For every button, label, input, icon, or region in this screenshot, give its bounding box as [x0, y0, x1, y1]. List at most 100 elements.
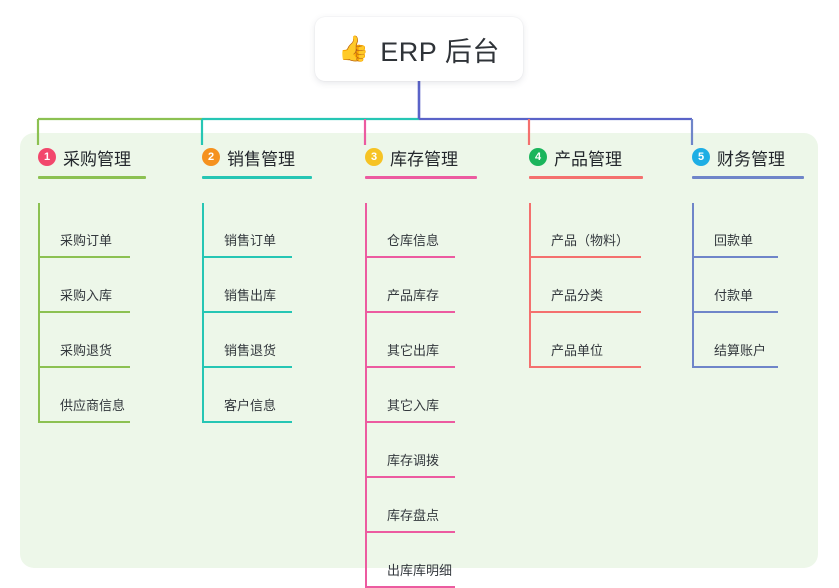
branch-item[interactable]: 采购入库 [38, 258, 131, 313]
branch-item-rule [529, 311, 641, 313]
branch-item-label: 产品分类 [551, 288, 604, 303]
branch-item-rule [365, 421, 455, 423]
branch-item-label: 其它出库 [387, 343, 440, 358]
branch-item-rule [202, 311, 292, 313]
branch-title: 采购管理 [63, 149, 131, 169]
branch-item-label: 销售出库 [224, 288, 277, 303]
branch-spine [529, 203, 531, 368]
branch-spine [692, 203, 694, 368]
branch-item[interactable]: 回款单 [692, 203, 785, 258]
branch-badge-5: 5 [692, 148, 710, 166]
branch-item-label: 销售退货 [224, 343, 277, 358]
branch-column-3: 3 库存管理仓库信息产品库存其它出库其它入库库存调拨库存盘点出库库明细 [365, 145, 477, 588]
branch-item-rule [365, 256, 455, 258]
branch-item-rule [365, 366, 455, 368]
branch-item-rule [692, 366, 778, 368]
branch-item[interactable]: 其它出库 [365, 313, 458, 368]
branch-spine [202, 203, 204, 423]
branch-header-rule [365, 176, 477, 179]
branch-title: 库存管理 [390, 149, 458, 169]
branch-header-1[interactable]: 1 采购管理 [38, 145, 146, 179]
branch-spine [365, 203, 367, 588]
branch-item-rule [38, 421, 130, 423]
branch-items: 产品（物料） 产品分类产品单位 [529, 203, 641, 368]
root-title: ERP 后台 [380, 36, 500, 67]
branch-item[interactable]: 销售出库 [202, 258, 295, 313]
branch-item[interactable]: 结算账户 [692, 313, 785, 368]
branch-items: 仓库信息产品库存其它出库其它入库库存调拨库存盘点出库库明细 [365, 203, 458, 588]
branch-column-4: 4 产品管理产品（物料） 产品分类产品单位 [529, 145, 643, 368]
branch-header-rule [692, 176, 804, 179]
branch-item[interactable]: 库存调拨 [365, 423, 458, 478]
branch-item-rule [365, 476, 455, 478]
branch-item-rule [202, 421, 292, 423]
branch-item[interactable]: 出库库明细 [365, 533, 458, 588]
root-node[interactable]: 👍 ERP 后台 [315, 17, 523, 81]
branch-item-rule [38, 366, 130, 368]
branch-item-label: 销售订单 [224, 233, 277, 248]
branch-item-label: 库存盘点 [387, 508, 440, 523]
branch-header-3[interactable]: 3 库存管理 [365, 145, 477, 179]
branch-item-rule [529, 256, 641, 258]
branch-badge-1: 1 [38, 148, 56, 166]
branch-item-label: 供应商信息 [60, 398, 126, 413]
branch-item-label: 产品（物料） [551, 233, 630, 248]
branch-item[interactable]: 采购订单 [38, 203, 131, 258]
branch-title: 销售管理 [227, 149, 295, 169]
branch-item-label: 其它入库 [387, 398, 440, 413]
branch-item[interactable]: 采购退货 [38, 313, 131, 368]
branch-item-label: 库存调拨 [387, 453, 440, 468]
branch-header-rule [529, 176, 643, 179]
branch-header-2[interactable]: 2 销售管理 [202, 145, 312, 179]
branch-items: 采购订单采购入库采购退货供应商信息 [38, 203, 131, 423]
branch-item[interactable]: 仓库信息 [365, 203, 458, 258]
branch-item-label: 采购入库 [60, 288, 113, 303]
branch-header-4[interactable]: 4 产品管理 [529, 145, 643, 179]
branch-item-label: 产品单位 [551, 343, 604, 358]
branch-spine [38, 203, 40, 423]
branch-item-rule [365, 531, 455, 533]
branch-column-1: 1 采购管理采购订单采购入库采购退货供应商信息 [38, 145, 146, 423]
branch-item-rule [692, 256, 778, 258]
branch-item-label: 回款单 [714, 233, 754, 248]
branch-item-rule [38, 311, 130, 313]
branch-column-2: 2 销售管理销售订单销售出库销售退货客户信息 [202, 145, 312, 423]
branch-item-label: 仓库信息 [387, 233, 440, 248]
branch-item-label: 结算账户 [714, 343, 767, 358]
branch-column-5: 5 财务管理回款单付款单结算账户 [692, 145, 804, 368]
branch-title: 产品管理 [554, 149, 622, 169]
branch-item[interactable]: 客户信息 [202, 368, 295, 423]
branch-item-label: 付款单 [714, 288, 754, 303]
branch-item[interactable]: 产品库存 [365, 258, 458, 313]
branch-item-rule [692, 311, 778, 313]
branch-badge-2: 2 [202, 148, 220, 166]
branch-item[interactable]: 销售订单 [202, 203, 295, 258]
branch-item-rule [202, 256, 292, 258]
branch-item-label: 客户信息 [224, 398, 277, 413]
branch-item-rule [529, 366, 641, 368]
branch-item[interactable]: 产品分类 [529, 258, 641, 313]
branch-item[interactable]: 其它入库 [365, 368, 458, 423]
branch-item-rule [365, 586, 455, 588]
branch-item-rule [365, 311, 455, 313]
thumbs-up-icon: 👍 [338, 34, 370, 63]
branch-items: 销售订单销售出库销售退货客户信息 [202, 203, 295, 423]
branch-badge-3: 3 [365, 148, 383, 166]
branch-items: 回款单付款单结算账户 [692, 203, 785, 368]
branch-item[interactable]: 供应商信息 [38, 368, 131, 423]
branch-item-label: 采购退货 [60, 343, 113, 358]
branch-item-rule [202, 366, 292, 368]
branch-item-label: 采购订单 [60, 233, 113, 248]
background-panel [20, 133, 818, 568]
branch-badge-4: 4 [529, 148, 547, 166]
branch-header-rule [38, 176, 146, 179]
branch-item[interactable]: 付款单 [692, 258, 785, 313]
branch-title: 财务管理 [717, 149, 785, 169]
branch-header-5[interactable]: 5 财务管理 [692, 145, 804, 179]
branch-item-label: 产品库存 [387, 288, 440, 303]
branch-item[interactable]: 销售退货 [202, 313, 295, 368]
branch-item[interactable]: 产品单位 [529, 313, 641, 368]
branch-item[interactable]: 库存盘点 [365, 478, 458, 533]
branch-item[interactable]: 产品（物料） [529, 203, 641, 258]
